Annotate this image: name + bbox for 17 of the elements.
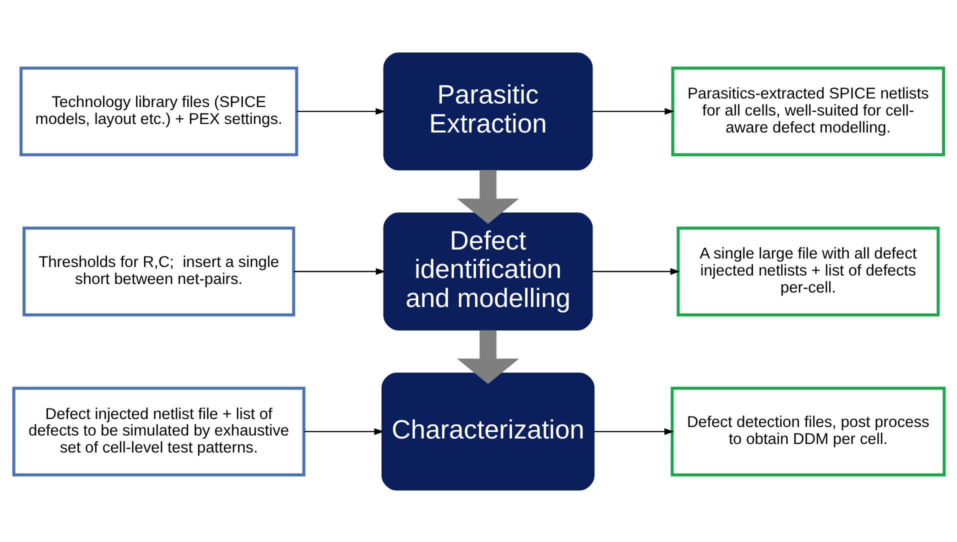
node-box: Parasitic Extraction [382, 52, 592, 170]
node-box: Defect identification and modelling [382, 212, 592, 330]
arrow [456, 170, 519, 224]
arrow [296, 108, 385, 114]
arrow [293, 268, 386, 274]
arrow [594, 428, 674, 434]
arrow [456, 330, 519, 384]
node-box: Characterization [381, 372, 594, 490]
node-box: Defect injected netlist file + list of defects to be simulated by exhaustive set of cell-level test patterns. [12, 386, 305, 476]
arrow [304, 428, 384, 434]
arrow [592, 268, 680, 274]
arrow [592, 108, 674, 114]
node-box: A single large file with all defect injected netlists + list of defects per-cell. [676, 226, 940, 316]
node-box: Thresholds for R,C; insert a single short between net-pairs. [22, 226, 295, 316]
node-box: Parasitics-extracted SPICE netlists for all cells, well-suited for cell-aware defect modelling. [670, 66, 945, 156]
node-box: Technology library files (SPICE models, layout etc.) + PEX settings. [19, 66, 298, 156]
node-box: Defect detection files, post process to obtain DDM per cell. [670, 386, 946, 476]
